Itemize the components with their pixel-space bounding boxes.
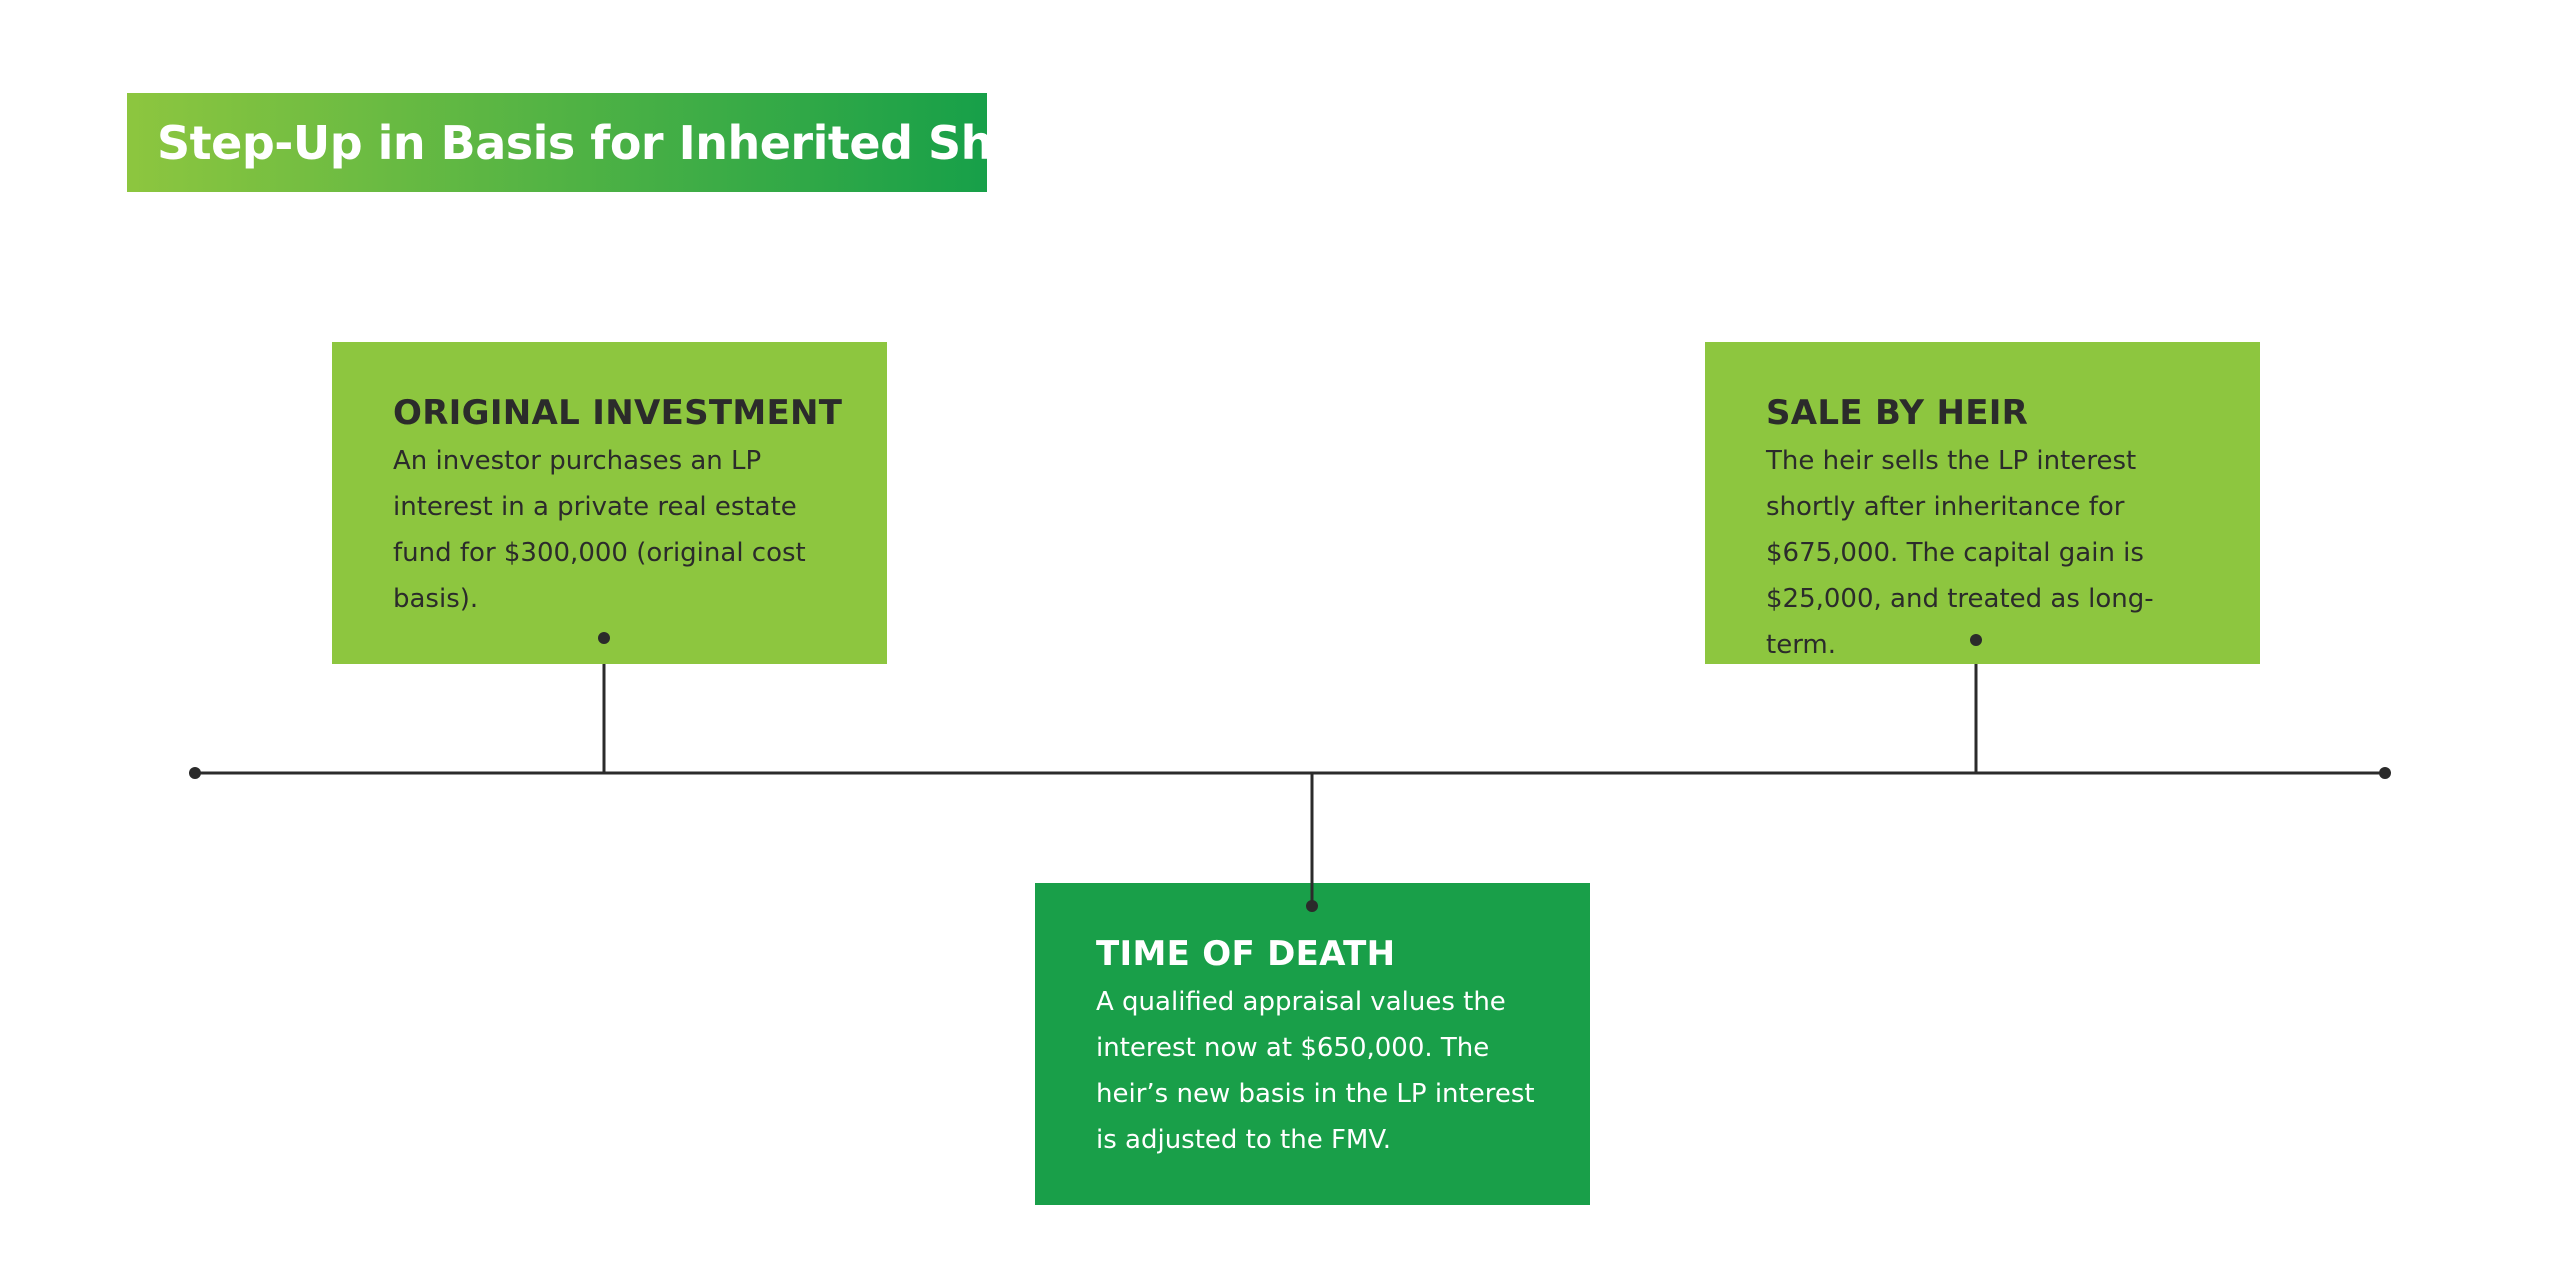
event-description: The heir sells the LP interest shortly a… (1766, 446, 2154, 660)
event-heading: TIME OF DEATH (1096, 934, 1396, 974)
event-card-original-investment: ORIGINAL INVESTMENT An investor purchase… (332, 342, 887, 664)
event-description: A qualified appraisal values the interes… (1096, 987, 1535, 1155)
page-title: Step-Up in Basis for Inherited Share (157, 115, 1077, 170)
event-card-time-of-death: TIME OF DEATH A qualified appraisal valu… (1035, 883, 1590, 1205)
event-card-sale-by-heir: SALE BY HEIR The heir sells the LP inter… (1705, 342, 2260, 664)
timeline-end-dot (2379, 767, 2391, 779)
event-heading: ORIGINAL INVESTMENT (393, 393, 843, 433)
event-description: An investor purchases an LP interest in … (393, 446, 806, 614)
timeline-start-dot (189, 767, 201, 779)
event-heading: SALE BY HEIR (1766, 393, 2029, 433)
title-banner: Step-Up in Basis for Inherited Share (127, 93, 1077, 192)
